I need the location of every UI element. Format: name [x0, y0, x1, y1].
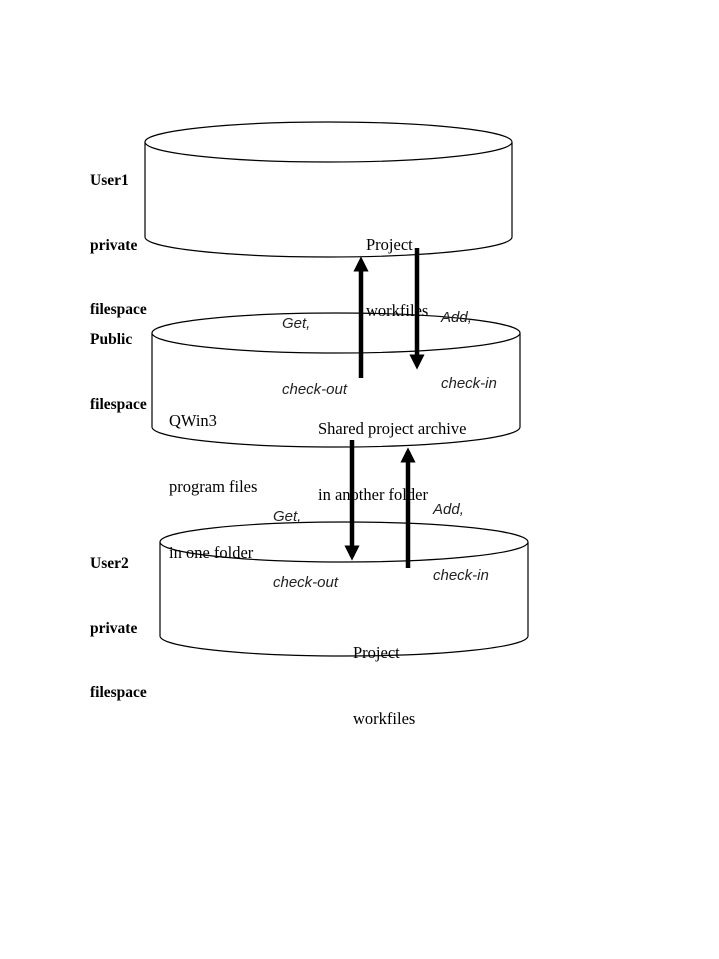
content-line: Shared project archive — [318, 419, 467, 438]
qwin3-program-files-text: QWin3 program files in one folder — [169, 366, 257, 586]
add-checkin-label-user2: Add, check-in — [433, 455, 489, 609]
content-line: in one folder — [169, 543, 254, 562]
user1-filespace-cylinder — [144, 121, 513, 258]
user2-project-workfiles-text: Project workfiles — [353, 598, 415, 752]
content-line: Project — [353, 643, 400, 662]
get-checkout-label-user1: Get, check-out — [282, 269, 347, 423]
add-checkin-label-user1: Add, check-in — [441, 263, 497, 417]
label-line: User1 — [90, 172, 129, 189]
action-line: Add, — [433, 501, 464, 518]
cylinder-top — [151, 312, 521, 354]
action-line: Get, — [282, 315, 311, 332]
cylinder-body — [159, 542, 529, 657]
content-line: workfiles — [366, 301, 429, 320]
user1-project-workfiles-text: Project workfiles — [366, 190, 428, 344]
content-line: program files — [169, 477, 258, 496]
cylinder-top — [159, 521, 529, 563]
action-line: check-out — [282, 381, 348, 398]
shared-project-archive-text: Shared project archive in another folder — [318, 374, 466, 528]
user1-filespace-label: User1 private filespace — [90, 127, 147, 342]
user2-filespace-label: User2 private filespace — [90, 510, 147, 725]
cylinder-top — [144, 121, 513, 163]
public-filespace-label: Public filespace — [90, 286, 147, 437]
user2-filespace-cylinder — [159, 521, 529, 657]
content-line: Project — [366, 235, 413, 254]
content-line: in another folder — [318, 485, 428, 504]
public-filespace-cylinder — [151, 312, 521, 448]
content-line: QWin3 — [169, 411, 217, 430]
action-line: check-in — [433, 567, 489, 584]
action-line: check-in — [441, 375, 497, 392]
action-line: check-out — [273, 574, 339, 591]
content-line: workfiles — [353, 709, 416, 728]
label-line: private — [90, 619, 138, 637]
label-line: filespace — [90, 395, 147, 413]
get-checkout-label-user2: Get, check-out — [273, 462, 338, 616]
action-line: Add, — [441, 309, 472, 326]
cylinder-body — [151, 333, 521, 448]
action-line: Get, — [273, 508, 302, 525]
label-line: filespace — [90, 684, 147, 701]
label-line: User2 — [90, 555, 129, 572]
label-line: Public — [90, 331, 133, 348]
cylinder-body — [144, 142, 513, 258]
label-line: private — [90, 236, 138, 254]
label-line: filespace — [90, 301, 147, 318]
